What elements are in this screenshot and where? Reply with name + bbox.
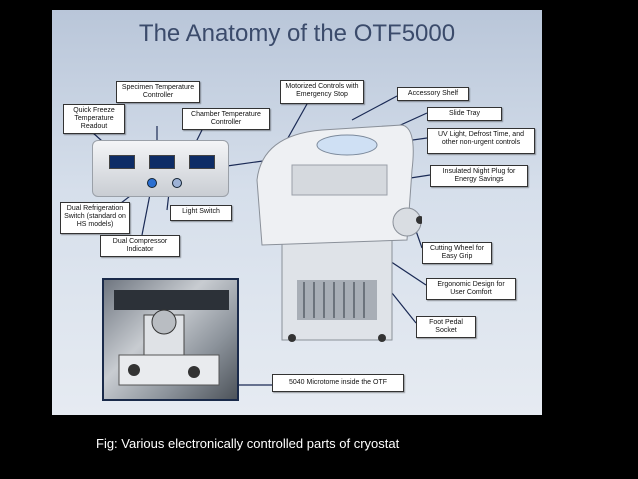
microtome-photo [102,278,239,401]
label-dual-refrigeration-switch: Dual Refrigeration Switch (standard on H… [60,202,130,234]
slide-area: The Anatomy of the OTF5000 [52,10,542,415]
label-foot-pedal-socket: Foot Pedal Socket [416,316,476,338]
label-insulated-night-plug: Insulated Night Plug for Energy Savings [430,165,528,187]
light-switch-button[interactable] [172,178,182,188]
control-panel-closeup [92,140,229,197]
label-cutting-wheel: Cutting Wheel for Easy Grip [422,242,492,264]
chamber-temp-display [189,155,215,169]
label-light-switch: Light Switch [170,205,232,221]
label-quick-freeze-readout: Quick Freeze Temperature Readout [63,104,125,134]
label-motorized-controls: Motorized Controls with Emergency Stop [280,80,364,104]
slide-title: The Anatomy of the OTF5000 [138,20,456,47]
specimen-temp-display [149,155,175,169]
label-chamber-temperature-controller: Chamber Temperature Controller [182,108,270,130]
quick-freeze-display [109,155,135,169]
label-specimen-temperature-controller: Specimen Temperature Controller [116,81,200,103]
label-accessory-shelf: Accessory Shelf [397,87,469,101]
label-ergonomic-design: Ergonomic Design for User Comfort [426,278,516,300]
cryostat-machine-image [256,124,422,342]
label-uv-light-controls: UV Light, Defrost Time, and other non-ur… [427,128,535,154]
label-microtome: 5040 Microtome inside the OTF [272,374,404,392]
label-slide-tray: Slide Tray [427,107,502,121]
dual-refrigeration-switch[interactable] [147,178,157,188]
label-dual-compressor-indicator: Dual Compressor Indicator [100,235,180,257]
figure-caption: Fig: Various electronically controlled p… [96,436,400,451]
